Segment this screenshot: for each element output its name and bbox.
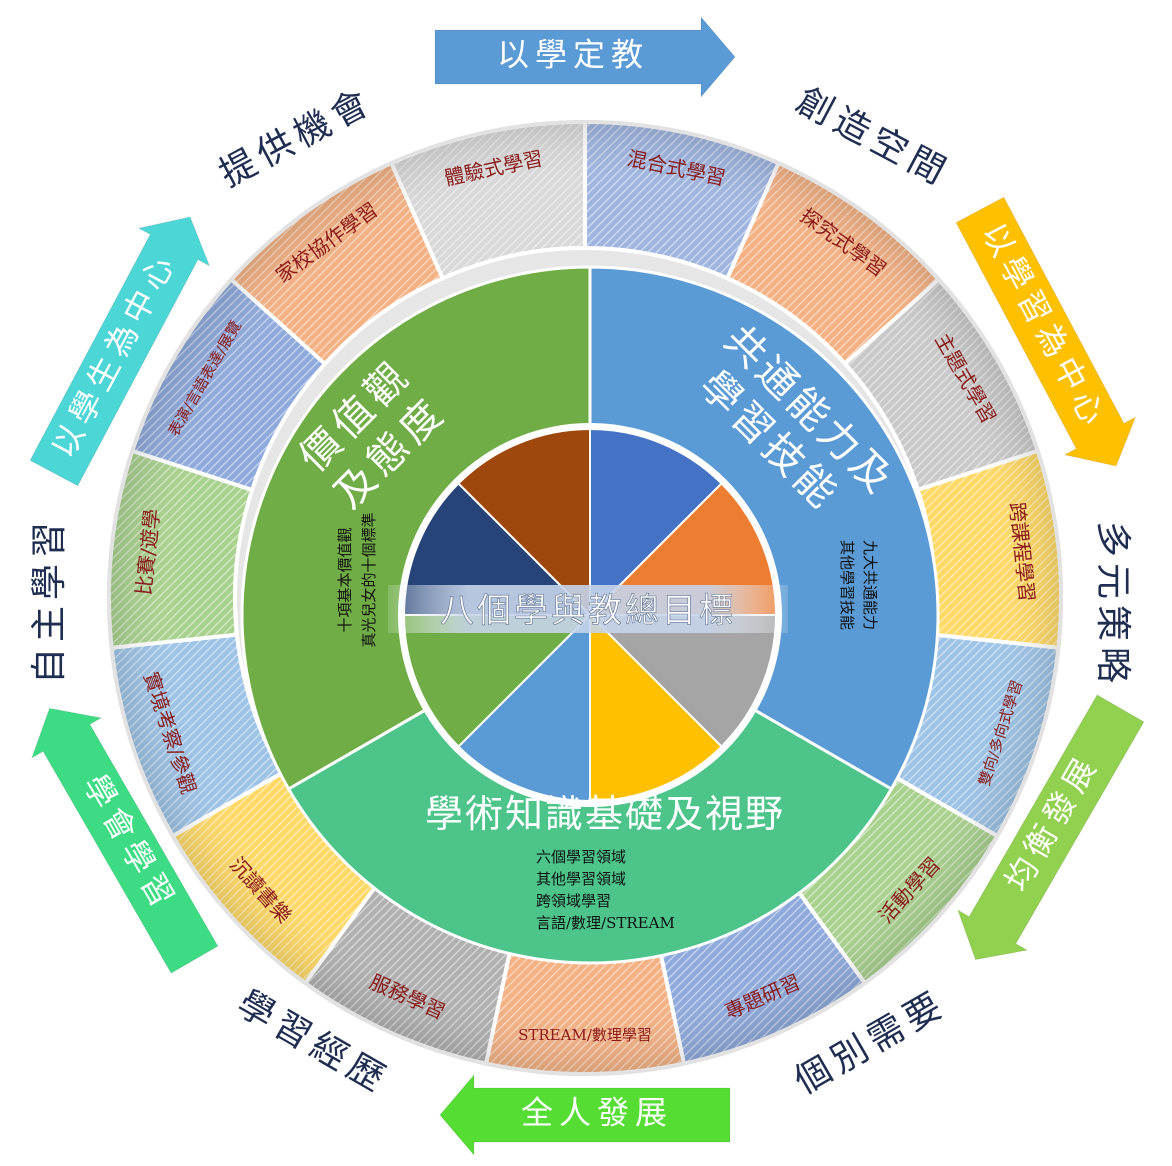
knowledge-desc-3: 跨領域學習 [536,892,611,910]
arrow-shape [30,707,219,974]
arrow-label: 以學定教 [497,36,649,74]
arrow-label: 全人發展 [521,1094,673,1132]
arrow-shape [956,694,1145,961]
principle-arrow: 全人發展 [439,1073,731,1157]
knowledge-title: 學術知識基礎及視野 [425,792,785,836]
skills-desc-line2: 其他學習技能 [838,540,856,630]
pie-slice [589,427,723,618]
outer-label: 多元策略 [1092,521,1133,689]
arrow-shape [955,196,1137,467]
pie-slice [457,612,591,803]
center-banner-text: 八個學與教總目標 [440,591,736,631]
skills-desc-line1: 九大共通能力 [861,540,879,630]
center-banner-bg [388,585,788,633]
principle-arrow: 以學定教 [434,15,736,99]
pie-slice [589,612,723,803]
ring-segment-label: STREAM/數理學習 [518,1026,652,1044]
outer-label: 提供機會 [213,80,381,195]
values-desc-line1: 十項基本價值觀 [336,527,354,632]
arrow-shape [434,15,736,99]
knowledge-desc-4: 言語/數理/STREAM [536,914,675,932]
knowledge-desc-2: 其他學習領域 [536,870,626,888]
knowledge-desc-1: 六個學習領域 [536,848,626,866]
arrow-shape [439,1073,731,1157]
eight-goals-pie [402,427,778,803]
outer-label: 創造空間 [789,80,957,195]
arrow-shape [29,216,211,487]
pie-slice [457,427,591,618]
outer-label: 自主學習 [29,516,70,684]
values-desc-line2: 真光兒女的十個標準 [360,512,378,647]
